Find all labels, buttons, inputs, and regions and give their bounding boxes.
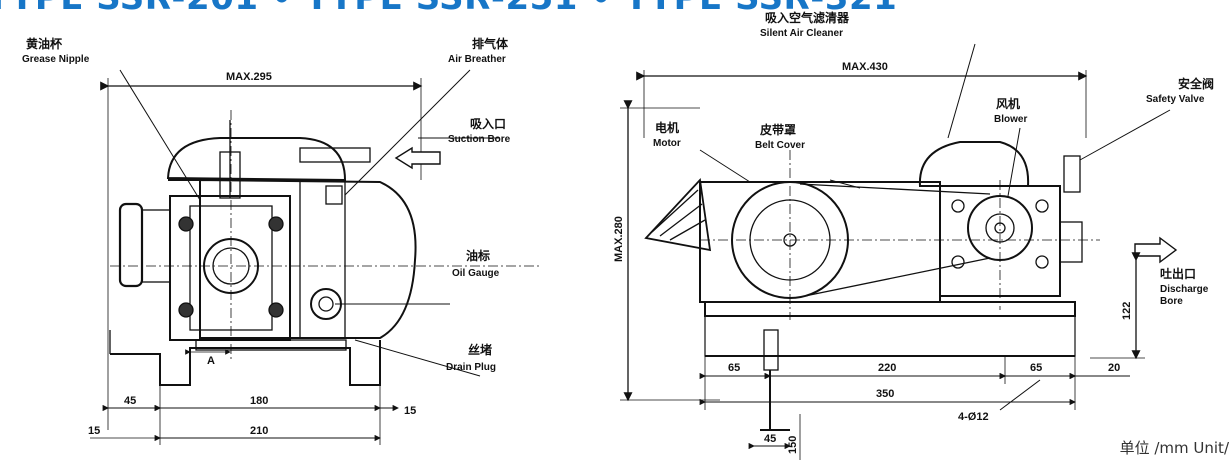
blower-label-en: Blower — [994, 114, 1027, 125]
dim-180: 180 — [250, 395, 268, 407]
dim-122: 122 — [1121, 302, 1133, 320]
dim-max-430: MAX.430 — [842, 61, 888, 73]
oil-label-en: Oil Gauge — [452, 268, 500, 279]
belt-label-zh: 皮带罩 — [759, 122, 796, 137]
dim-220: 220 — [878, 362, 896, 374]
unit-note: 单位 /mm Unit/ — [1119, 439, 1229, 457]
suction-label-zh: 吸入口 — [470, 117, 506, 131]
belt-label-en: Belt Cover — [755, 140, 805, 151]
safety-label-zh: 安全阀 — [1178, 76, 1214, 91]
cleaner-label-zh: 吸入空气滤清器 — [765, 10, 850, 25]
dim-210: 210 — [250, 425, 268, 437]
dim-65-left: 65 — [728, 362, 740, 374]
oil-label-zh: 油标 — [466, 248, 490, 263]
dim-15-right: 15 — [404, 405, 416, 417]
dim-max-280: MAX.280 — [613, 216, 625, 262]
grease-label-en: Grease Nipple — [22, 54, 90, 65]
dim-45-left: 45 — [124, 395, 136, 407]
suction-arrow-icon — [394, 146, 441, 170]
dim-350: 350 — [876, 388, 894, 400]
dim-max-295: MAX.295 — [226, 71, 272, 83]
motor-label-en: Motor — [653, 138, 681, 149]
discharge-label-zh: 吐出口 — [1160, 266, 1196, 281]
grease-label-zh: 黄油杯 — [26, 36, 63, 51]
dim-150: 150 — [787, 436, 799, 454]
blower-label-zh: 风机 — [996, 96, 1020, 111]
right-side-view — [620, 43, 1178, 460]
dim-45-bolt: 45 — [764, 433, 776, 445]
dim-65-right: 65 — [1030, 362, 1042, 374]
dim-20: 20 — [1108, 362, 1120, 374]
cleaner-label-en: Silent Air Cleaner — [760, 28, 843, 39]
page-title: TYPE SSR-201 • TYPE SSR-251 • TYPE SSR-3… — [0, 0, 897, 18]
drain-label-en: Drain Plug — [446, 362, 496, 373]
suction-label-en: Suction Bore — [448, 134, 511, 145]
drain-label-zh: 丝堵 — [468, 342, 492, 357]
breather-label-zh: 排气体 — [472, 36, 509, 51]
dim-4-12: 4-Ø12 — [958, 411, 989, 423]
safety-label-en: Safety Valve — [1146, 94, 1205, 105]
discharge-label-en2: Bore — [1160, 296, 1183, 307]
breather-label-en: Air Breather — [448, 54, 506, 65]
left-end-view — [90, 69, 540, 445]
a-mark: A — [207, 355, 215, 367]
motor-label-zh: 电机 — [655, 120, 679, 135]
dim-15-left: 15 — [88, 425, 100, 437]
discharge-label-en1: Discharge — [1160, 284, 1209, 295]
